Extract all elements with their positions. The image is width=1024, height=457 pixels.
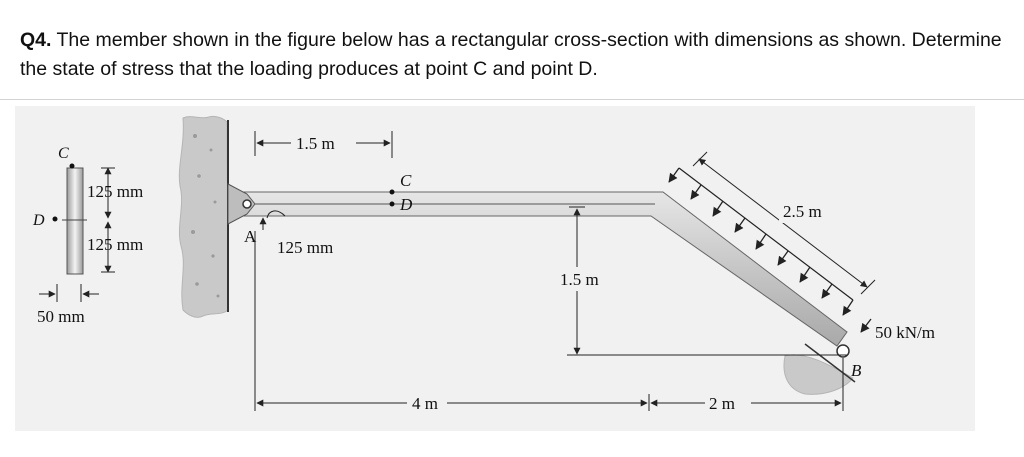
wall-hatch (178, 115, 229, 318)
dim-label-bottom: 125 mm (87, 235, 143, 254)
section-label-c: C (58, 145, 69, 162)
dim-drop-label-bg (556, 267, 600, 291)
load-label: 50 kN/m (875, 323, 935, 342)
support-label-a: A (244, 227, 257, 246)
ground-line-b (804, 343, 856, 383)
cross-section: C D 125 mm 125 mm 50 mm (32, 145, 143, 326)
member-figure: C D 125 mm 125 mm 50 mm A (15, 106, 975, 431)
dim-label-inclined: 2.5 m (783, 202, 822, 221)
roller-b (836, 344, 850, 358)
load-label-arrow (860, 318, 872, 333)
question-number: Q4. (20, 29, 52, 51)
load-arrow-8 (821, 283, 833, 299)
distributed-load: 50 kN/m (668, 167, 935, 342)
section-point-d (52, 216, 58, 222)
member-point-d (389, 201, 395, 207)
member-label-c: C (400, 171, 412, 190)
section-point-c (69, 163, 75, 169)
load-arrow-2 (690, 184, 702, 200)
member-point-c (389, 189, 395, 195)
pin-bracket-a (227, 183, 256, 225)
dim-offset-leader (266, 210, 286, 219)
dim-label-width: 50 mm (37, 307, 85, 326)
section-label-d: D (32, 212, 45, 229)
support-label-b: B (851, 361, 862, 380)
pin-a (242, 199, 252, 209)
dim-label-offset: 125 mm (277, 238, 333, 257)
load-arrow-5 (755, 233, 767, 250)
ground-b (783, 354, 854, 395)
member-label-d: D (399, 195, 413, 214)
member: A C D B (227, 171, 862, 395)
question-body: The member shown in the figure below has… (20, 29, 1002, 80)
dim-label-top: 125 mm (87, 182, 143, 201)
divider (0, 99, 1024, 100)
dimensions: 1.5 m 125 mm 1.5 m 4 m 2 m 2.5 m (254, 131, 876, 413)
dim-label-drop: 1.5 m (560, 270, 599, 289)
load-arrow-4 (734, 217, 746, 233)
wall-support (178, 115, 229, 318)
section-rectangle (66, 167, 84, 275)
load-arrow-9 (842, 299, 854, 316)
dim-inclined-label-bg (779, 201, 827, 223)
question-text: Q4. The member shown in the figure below… (20, 26, 1010, 84)
dim-label-4m: 4 m (412, 394, 438, 413)
dim-label-2m: 2 m (709, 394, 735, 413)
load-arrow-3 (712, 200, 724, 217)
dim-label-ac: 1.5 m (296, 134, 335, 153)
dim-inclined-tick-a (692, 151, 708, 167)
load-arrow-7 (799, 266, 811, 283)
load-arrow-6 (777, 250, 789, 266)
dim-inclined-tick-b (860, 279, 876, 295)
load-arrow-1 (668, 167, 680, 183)
